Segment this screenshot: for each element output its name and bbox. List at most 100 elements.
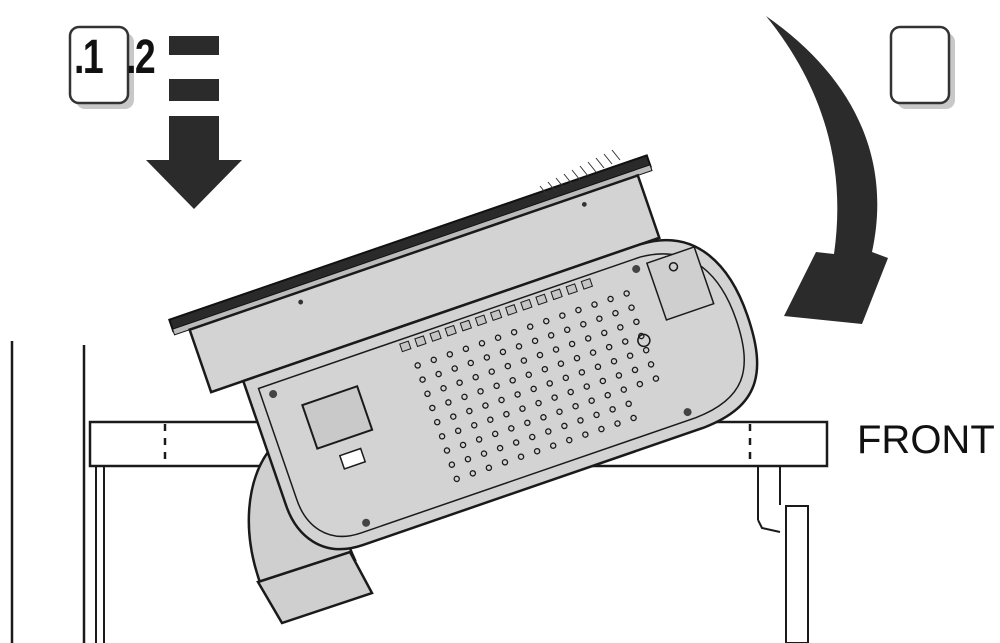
curved-rotate-arrow-icon (766, 16, 888, 324)
vent-hole (517, 453, 525, 460)
vent-hole (620, 386, 628, 393)
vent-hole (499, 348, 507, 356)
vent-hole (504, 362, 512, 370)
vent-hole (488, 368, 495, 375)
vent-hole (610, 358, 618, 365)
vent-hole (541, 365, 549, 373)
vent-hole (469, 470, 477, 477)
vent-hole (591, 301, 598, 308)
vent-hole (575, 306, 582, 314)
vent-hole (414, 362, 421, 369)
vent-hole (450, 413, 457, 420)
vent-hole (429, 404, 436, 412)
vent-hole (598, 425, 605, 433)
vent-hole (551, 394, 558, 401)
vent-hole (580, 320, 587, 328)
vent-hole (642, 346, 650, 354)
vent-hole (480, 450, 488, 457)
vent-hole (652, 375, 660, 382)
vent-hole (494, 334, 502, 341)
vent-hole (503, 410, 510, 418)
vent-hole (485, 464, 493, 472)
vent-hole (520, 357, 528, 364)
vent-hole (443, 447, 451, 454)
vent-hole (605, 343, 613, 351)
step-number-1: .1 (74, 31, 104, 84)
vent-hole (617, 324, 624, 331)
down-arrow-icon (146, 36, 242, 209)
vent-hole (588, 397, 595, 404)
vent-hole (562, 374, 570, 382)
vent-hole (543, 317, 550, 325)
vent-hole (545, 428, 552, 435)
vent-hole (536, 351, 544, 359)
vent-hole (546, 380, 553, 387)
vent-hole (438, 433, 446, 440)
vent-hole (612, 309, 619, 317)
vent-hole (509, 377, 516, 384)
vent-hole (631, 366, 639, 374)
vent-hole (456, 379, 463, 386)
vent-hole (566, 436, 573, 444)
vent-hole (430, 356, 438, 364)
vent-hole (525, 371, 533, 378)
vent-hole (568, 340, 576, 348)
vent-hole (419, 376, 426, 383)
vent-hole (531, 337, 539, 345)
vent-hole (440, 384, 447, 392)
vent-hole (621, 338, 629, 345)
vent-hole (584, 335, 592, 342)
vent-hole (596, 315, 603, 322)
vent-hole (582, 431, 589, 438)
vent-hole (583, 383, 591, 390)
vent-hole (510, 328, 518, 336)
vent-hole (528, 433, 536, 441)
vent-hole (472, 373, 479, 381)
vent-hole (514, 391, 521, 398)
vent-hole (454, 427, 462, 435)
vent-hole (466, 407, 473, 415)
vent-hole (647, 361, 655, 368)
vent-hole (475, 436, 483, 443)
vent-hole (453, 475, 460, 483)
vent-hole (589, 349, 597, 356)
step-badge-2 (889, 25, 955, 109)
step-badge-1 (68, 25, 134, 109)
vent-hole (424, 390, 431, 398)
vent-hole (526, 323, 534, 330)
vent-hole (459, 441, 467, 449)
vent-hole (487, 416, 494, 423)
vent-hole (477, 388, 484, 395)
vent-hole (599, 377, 607, 385)
front-label: FRONT (857, 418, 995, 462)
vent-hole (470, 422, 478, 429)
vent-hole (557, 360, 565, 367)
vent-hole (572, 402, 579, 410)
vent-hole (446, 351, 454, 358)
vent-hole (636, 380, 644, 388)
vent-hole (512, 439, 520, 446)
vent-hole (563, 326, 571, 334)
vent-hole (567, 388, 574, 396)
vent-hole (540, 414, 547, 421)
vent-hole (573, 354, 581, 362)
vent-hole (467, 359, 475, 367)
vent-hole (519, 405, 526, 412)
vent-hole (578, 369, 586, 376)
vent-hole (515, 343, 523, 350)
vent-hole (615, 372, 623, 379)
vent-hole (462, 345, 470, 353)
vent-hole (547, 332, 555, 339)
vent-hole (556, 408, 563, 416)
vent-hole (493, 382, 500, 390)
vent-hole (604, 391, 611, 399)
vent-hole (445, 399, 452, 406)
vent-hole (625, 400, 632, 408)
vent-hole (628, 304, 635, 311)
vent-hole (491, 430, 499, 438)
cabinet (10, 341, 809, 643)
vent-hole (496, 444, 504, 452)
vent-hole (630, 414, 637, 422)
hob-unit (168, 154, 759, 551)
vent-hole (549, 442, 557, 449)
